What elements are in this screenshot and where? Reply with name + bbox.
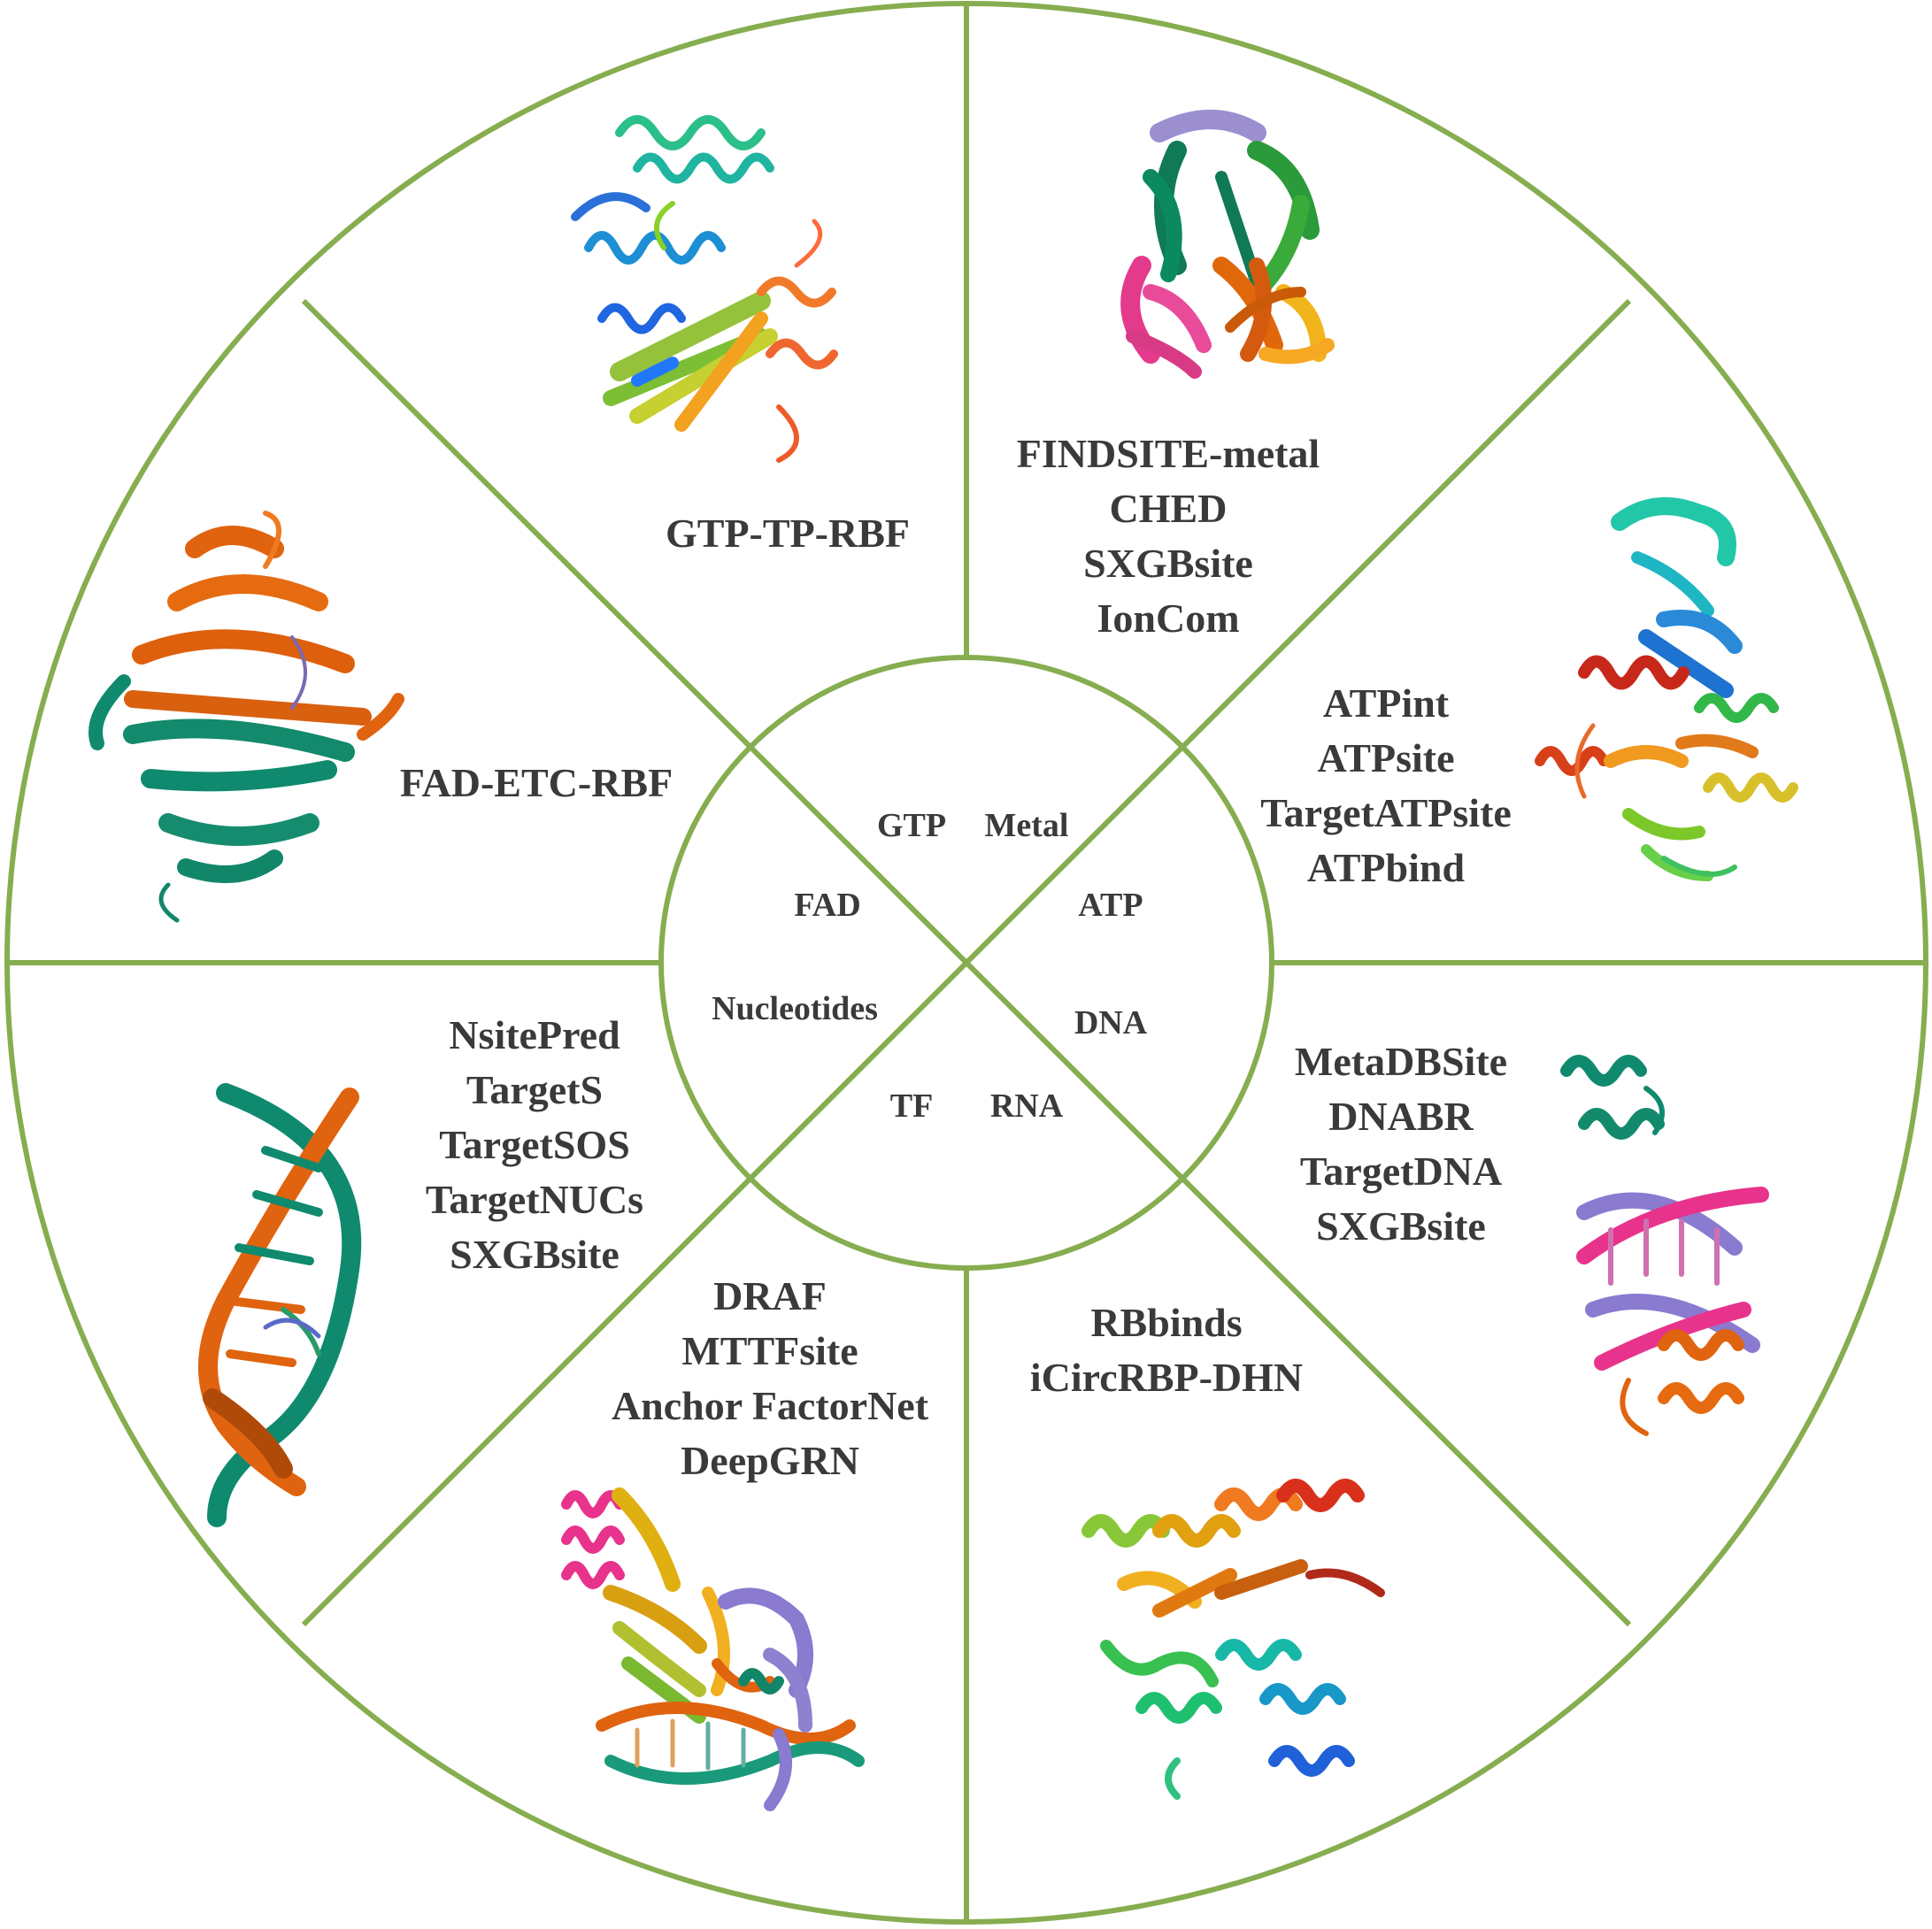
- tool-label-nucleotides-3: TargetSOS: [439, 1122, 630, 1167]
- tool-label-nucleotides-1: NsitePred: [449, 1012, 620, 1057]
- tool-label-gtp-1: GTP-TP-RBF: [666, 511, 910, 556]
- tool-label-fad-1: FAD-ETC-RBF: [400, 760, 673, 805]
- tool-label-metal-4: IonCom: [1097, 596, 1239, 641]
- tool-label-nucleotides-2: TargetS: [466, 1067, 603, 1112]
- tool-label-tf-1: DRAF: [713, 1273, 827, 1318]
- tool-label-atp-4: ATPbind: [1307, 845, 1466, 890]
- tool-label-rna-1: RBbinds: [1090, 1300, 1242, 1345]
- protein-dna-complex-structure: [1560, 1055, 1769, 1436]
- protein-kinase-structure: [1535, 497, 1798, 881]
- tool-label-nucleotides-5: SXGBsite: [450, 1232, 620, 1277]
- inner-label-nucleotides: Nucleotides: [712, 990, 878, 1027]
- transcription-factor-dna-structure: [561, 1487, 865, 1811]
- protein-beta-propeller-structure: [1120, 110, 1335, 379]
- inner-labels: GTP Metal FAD ATP Nucleotides DNA TF RNA: [712, 807, 1148, 1125]
- tool-label-atp-3: TargetATPsite: [1260, 790, 1512, 835]
- tool-label-dna-1: MetaDBSite: [1295, 1039, 1507, 1084]
- tool-label-nucleotides-4: TargetNUCs: [426, 1177, 643, 1222]
- tool-label-metal-2: CHED: [1110, 486, 1228, 531]
- spokes: [7, 4, 1926, 1922]
- spoke-bottom-left: [301, 960, 969, 1627]
- tool-label-metal-3: SXGBsite: [1083, 541, 1253, 586]
- tool-label-atp-2: ATPsite: [1317, 735, 1454, 780]
- inner-label-rna: RNA: [990, 1087, 1064, 1125]
- tool-label-rna-2: iCircRBP-DHN: [1030, 1355, 1303, 1400]
- protein-beta-barrel-structure: [89, 511, 404, 923]
- rna-binding-protein-structure: [1081, 1479, 1385, 1800]
- protein-alpha-beta-structure: [571, 115, 838, 463]
- inner-label-atp: ATP: [1078, 887, 1143, 924]
- spoke-top-left: [301, 298, 969, 965]
- rna-hairpin-structure: [198, 1083, 362, 1527]
- spoke-top-right: [964, 298, 1632, 965]
- inner-label-metal: Metal: [985, 807, 1069, 844]
- tool-labels: GTP-TP-RBF FINDSITE-metal CHED SXGBsite …: [400, 431, 1512, 1483]
- inner-label-tf: TF: [890, 1087, 934, 1125]
- tool-label-tf-3: Anchor FactorNet: [612, 1383, 929, 1428]
- inner-label-gtp: GTP: [877, 807, 946, 844]
- tool-label-dna-3: TargetDNA: [1300, 1149, 1502, 1194]
- tool-label-tf-2: MTTFsite: [681, 1328, 858, 1373]
- tool-label-tf-4: DeepGRN: [681, 1438, 859, 1483]
- spoke-bottom-right: [964, 960, 1632, 1627]
- tool-label-dna-4: SXGBsite: [1316, 1203, 1486, 1249]
- tool-label-atp-1: ATPint: [1323, 680, 1450, 726]
- inner-label-fad: FAD: [794, 887, 860, 924]
- inner-label-dna: DNA: [1074, 1004, 1148, 1041]
- tool-label-dna-2: DNABR: [1328, 1094, 1474, 1139]
- tool-label-metal-1: FINDSITE-metal: [1017, 431, 1320, 476]
